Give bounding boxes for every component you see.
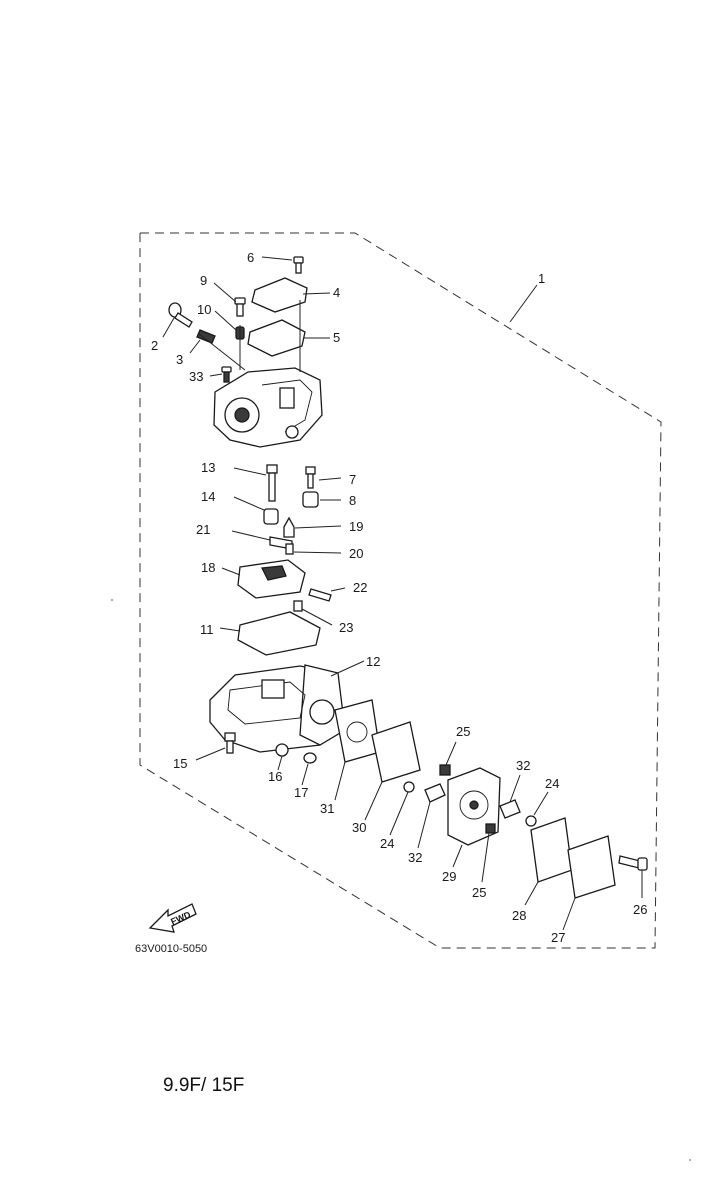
callout-11: 11 <box>200 622 214 637</box>
callout-33: 33 <box>189 369 203 384</box>
callout-12: 12 <box>366 654 380 669</box>
callout-6: 6 <box>247 250 254 265</box>
part-25-nut-lower <box>485 823 496 834</box>
diagram-code: 63V0010-5050 <box>135 943 207 955</box>
part-15-drain-screw <box>224 732 236 754</box>
part-4-cover <box>251 277 308 313</box>
part-18-float <box>237 559 306 599</box>
part-23-screw <box>293 600 303 612</box>
part-8-plug <box>302 491 319 508</box>
part-26-screw <box>618 855 648 871</box>
callout-15: 15 <box>173 756 187 771</box>
part-22-float-pin <box>308 588 332 602</box>
part-27-cover <box>567 835 616 899</box>
callout-9: 9 <box>200 273 207 288</box>
part-16-washer <box>275 743 289 757</box>
callout-4: 4 <box>333 285 340 300</box>
part-30-plate <box>371 721 421 783</box>
callout-20: 20 <box>349 546 363 561</box>
callout-2: 2 <box>151 338 158 353</box>
part-25-nut-upper <box>439 764 451 776</box>
part-33-screw <box>221 366 232 383</box>
callout-17: 17 <box>294 785 308 800</box>
callout-labels: 1 6 9 4 10 5 2 3 33 13 7 14 8 21 19 20 1… <box>151 250 647 945</box>
part-11-gasket <box>237 611 321 656</box>
part-12-float-bowl <box>209 664 346 753</box>
part-13-main-jet <box>266 464 278 502</box>
callout-8: 8 <box>349 493 356 508</box>
part-20-screw <box>285 543 294 555</box>
model-label: 9.9F/ 15F <box>163 1075 245 1096</box>
part-31-gasket <box>334 699 381 763</box>
part-32-check-valve-right <box>499 799 521 819</box>
callout-19: 19 <box>349 519 363 534</box>
callout-1: 1 <box>538 271 545 286</box>
callout-14: 14 <box>201 489 215 504</box>
callout-22: 22 <box>353 580 367 595</box>
part-17-screw <box>303 752 317 764</box>
callout-5: 5 <box>333 330 340 345</box>
part-6-screw <box>293 256 304 274</box>
fwd-label: FWD <box>169 909 192 927</box>
part-14-nozzle <box>263 508 279 525</box>
callout-29: 29 <box>442 869 456 884</box>
part-carburetor-body <box>197 300 323 448</box>
callout-3: 3 <box>176 352 183 367</box>
part-2-pilot-screw <box>168 302 193 328</box>
assembly-boundary <box>139 232 662 949</box>
part-5-gasket <box>247 319 306 357</box>
callout-24b: 24 <box>380 836 394 851</box>
part-9-screw <box>234 297 246 317</box>
part-28-diaphragm <box>530 817 573 883</box>
part-24-screw-right <box>525 815 537 827</box>
part-19-needle-valve <box>283 516 295 538</box>
part-32-check-valve-left <box>424 783 446 803</box>
part-24-screw-left <box>403 781 415 793</box>
callout-30: 30 <box>352 820 366 835</box>
leader-lines <box>162 256 643 931</box>
fwd-arrow-icon: FWD <box>148 903 197 933</box>
callout-24a: 24 <box>545 776 559 791</box>
callout-13: 13 <box>201 460 215 475</box>
callout-18: 18 <box>201 560 215 575</box>
part-7-pilot-jet <box>305 466 316 489</box>
callout-10: 10 <box>197 302 211 317</box>
callout-25b: 25 <box>472 885 486 900</box>
callout-21: 21 <box>196 522 210 537</box>
callout-26: 26 <box>633 902 647 917</box>
callout-32a: 32 <box>516 758 530 773</box>
callout-23: 23 <box>339 620 353 635</box>
callout-16: 16 <box>268 769 282 784</box>
callout-32b: 32 <box>408 850 422 865</box>
callout-25a: 25 <box>456 724 470 739</box>
callout-28: 28 <box>512 908 526 923</box>
part-3-spring <box>196 329 216 344</box>
callout-27: 27 <box>551 930 565 945</box>
callout-31: 31 <box>320 801 334 816</box>
callout-7: 7 <box>349 472 356 487</box>
